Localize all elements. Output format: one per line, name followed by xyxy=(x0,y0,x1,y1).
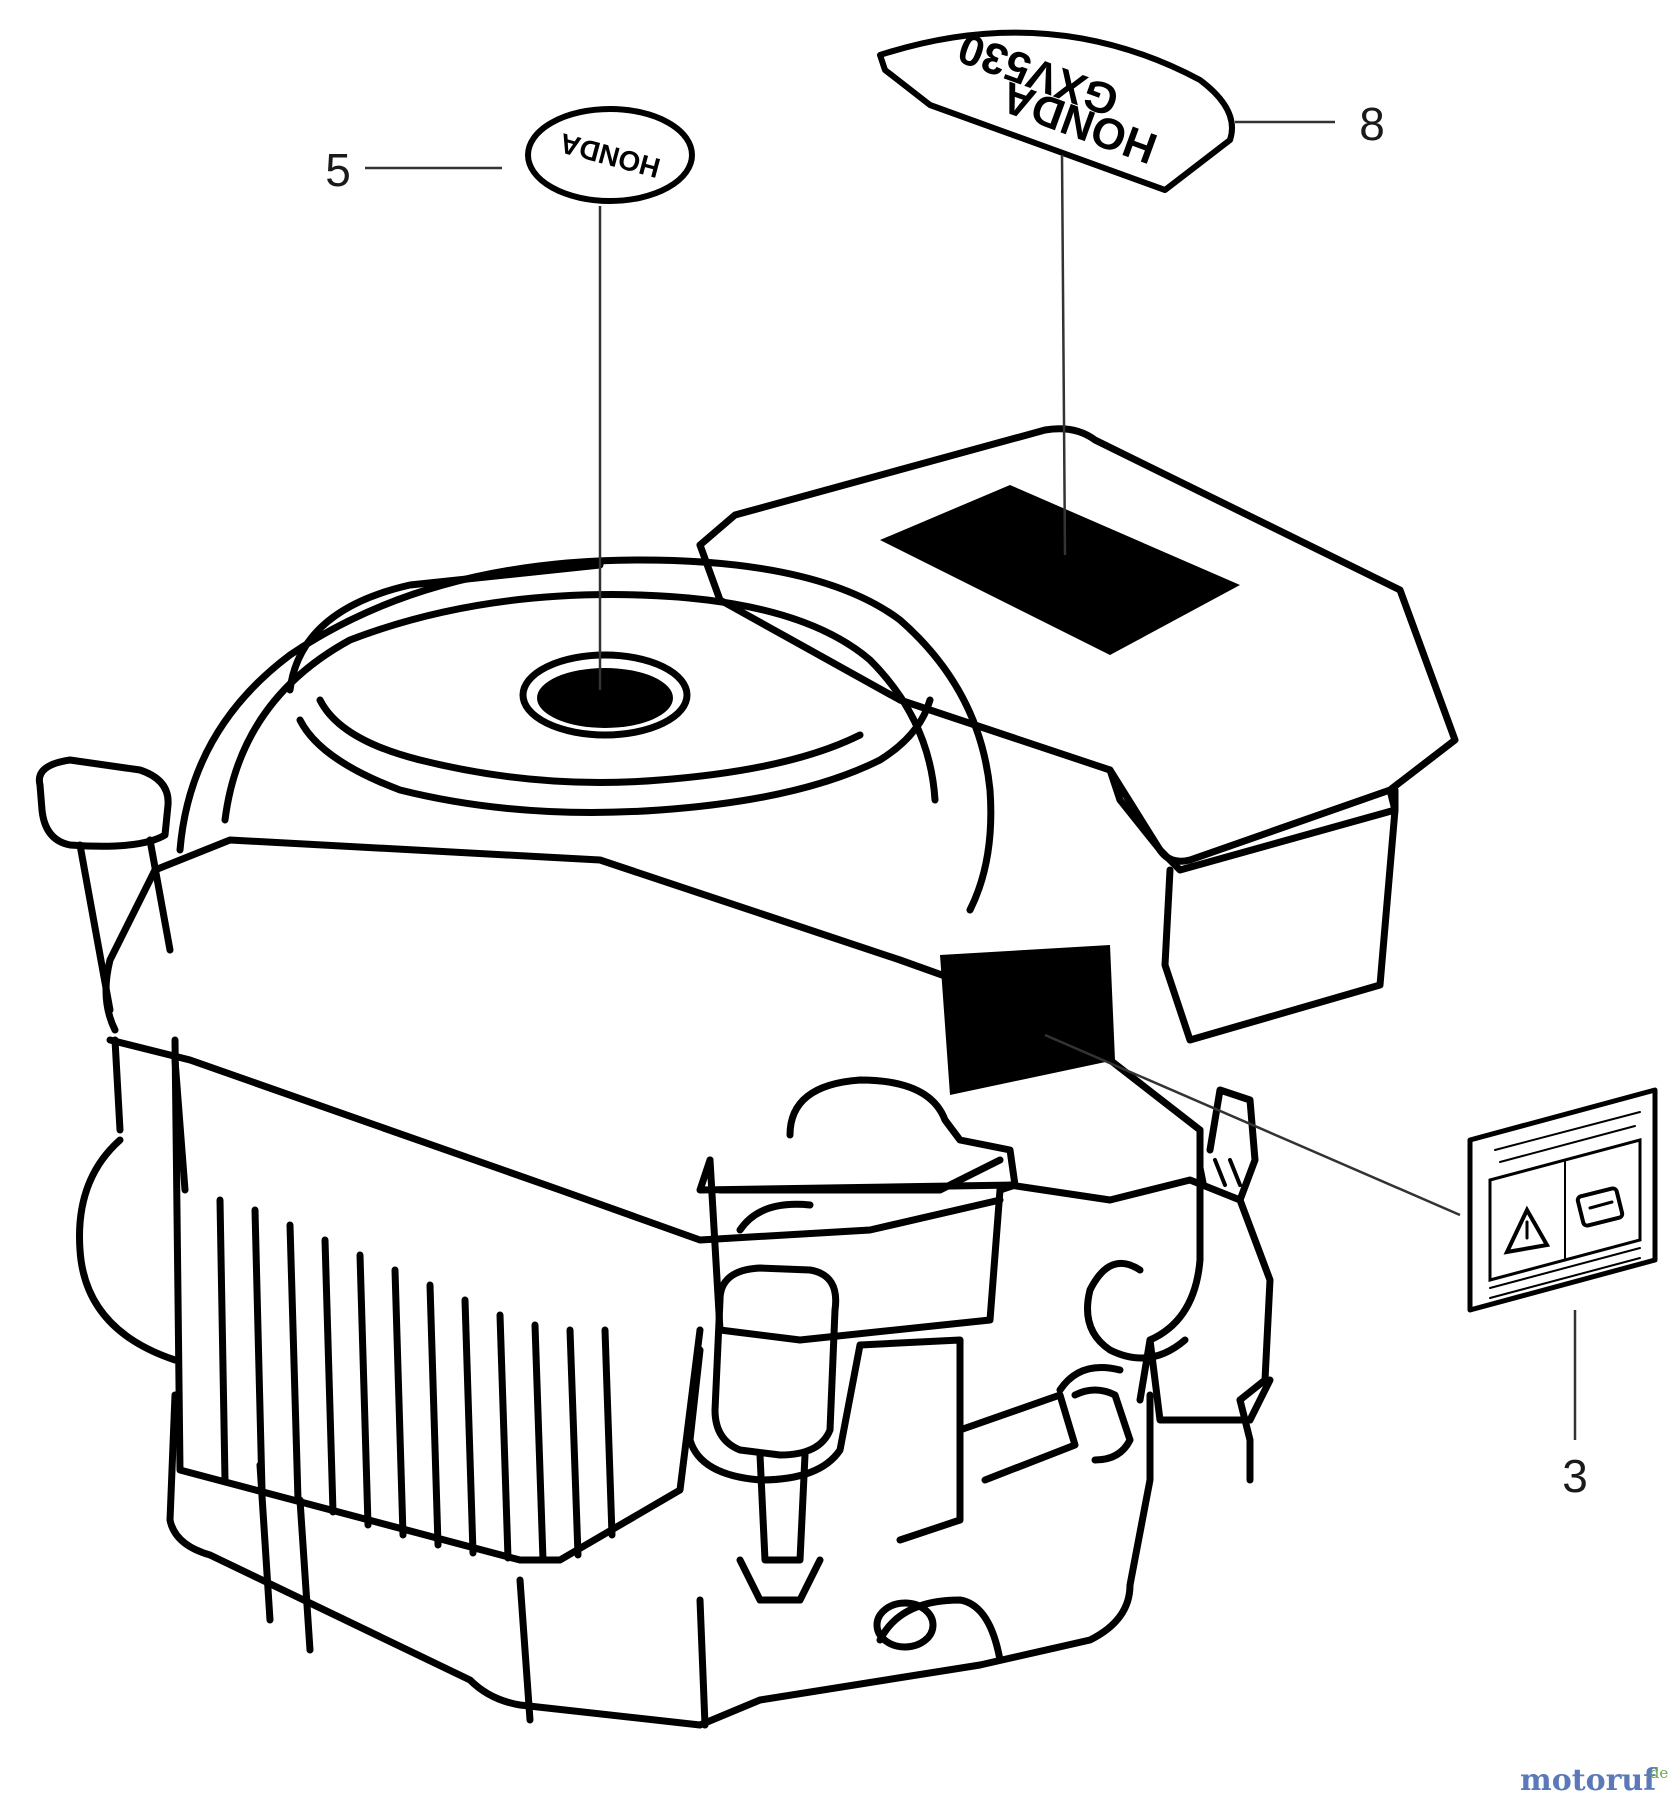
decal-3-warning-label xyxy=(1467,1087,1658,1313)
callout-8: 8 xyxy=(1359,98,1385,150)
fan-shroud xyxy=(102,836,1204,1134)
engine-illustration xyxy=(35,425,1459,1729)
emblem-dark xyxy=(537,668,673,728)
drain-bolt xyxy=(873,1599,937,1651)
air-cleaner-box xyxy=(696,425,1459,865)
emblem-recess xyxy=(519,651,691,739)
decal-5-emblem: HONDA xyxy=(525,106,695,204)
fuel-icon xyxy=(1575,1186,1625,1228)
cooling-fins xyxy=(216,1196,616,1564)
watermark-suffix: .de xyxy=(1645,1764,1668,1782)
fan-cover xyxy=(176,556,995,914)
leader-lines xyxy=(365,120,1577,1440)
governor-linkage xyxy=(1006,1176,1274,1404)
callout-3: 3 xyxy=(1562,1450,1588,1502)
emblem-text: HONDA xyxy=(556,127,663,184)
air-cleaner-label-area xyxy=(880,485,1240,655)
muffler xyxy=(76,1136,179,1364)
shroud-label-area xyxy=(940,945,1115,1095)
callout-5: 5 xyxy=(325,144,351,196)
svg-text:motoruf: motoruf xyxy=(1520,1763,1658,1798)
watermark-name: motoruf xyxy=(1520,1763,1658,1798)
warning-triangle-icon xyxy=(1503,1205,1551,1255)
watermark-logo: motoruf .de xyxy=(1520,1763,1668,1798)
fuel-pump xyxy=(696,1076,1019,1194)
engine-base xyxy=(166,1391,1154,1729)
fuel-filter xyxy=(711,1264,840,1459)
decal-8-model-plate: HONDA GXV530 xyxy=(877,23,1235,193)
dipstick-cap xyxy=(35,756,172,850)
